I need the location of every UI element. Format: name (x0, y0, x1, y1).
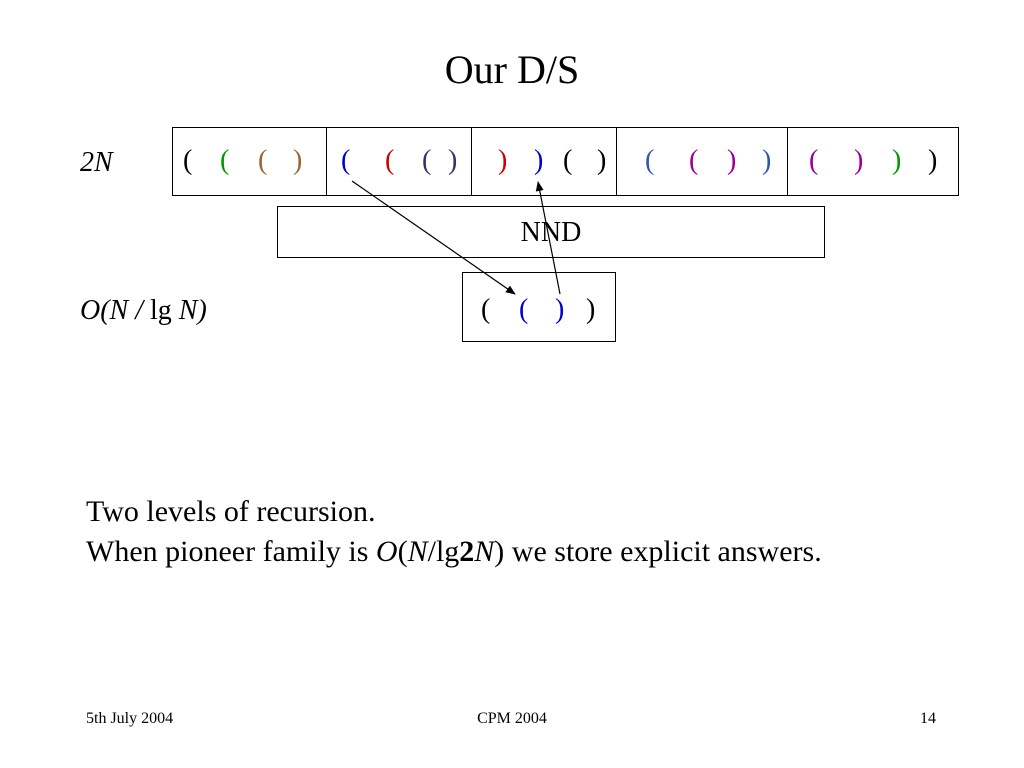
body-line-1: Two levels of recursion. (86, 495, 376, 528)
footer-conference: CPM 2004 (477, 710, 547, 727)
paren: ) (448, 145, 458, 176)
nnd-label: NND (520, 217, 582, 248)
paren: ) (762, 145, 772, 176)
paren: ) (597, 145, 607, 176)
paren: ( (385, 145, 395, 176)
body-line-2-o: O (375, 535, 398, 568)
paren: ) (928, 145, 938, 176)
paren: ( (809, 145, 819, 176)
paren: ) (293, 145, 303, 176)
paren: ) (498, 145, 508, 176)
body-line-2-suffix: ) we store explicit answers. (494, 535, 822, 568)
block-5: ( ) ) ) (788, 128, 958, 195)
label-2n: 2N (80, 147, 113, 178)
nnd-box: NND (277, 206, 825, 258)
paren: ( (183, 145, 193, 176)
paren: ) (727, 145, 737, 176)
body-text: Two levels of recursion. When pioneer fa… (86, 492, 822, 572)
label-o-n-lg-n: O(N / lg N) (80, 293, 207, 329)
paren: ) (892, 145, 902, 176)
footer-date: 5th July 2004 (86, 710, 174, 727)
paren: ( (422, 145, 432, 176)
body-line-2: When pioneer family is O(N/lg2N) we stor… (86, 532, 822, 572)
label-lg: lg (150, 295, 179, 326)
block-3: ) ) ( ) (472, 128, 617, 195)
paren: ( (341, 145, 351, 176)
paren: ) (534, 145, 544, 176)
body-line-2-prefix: When pioneer family is (86, 535, 376, 568)
block-1: ( ( ( ) (173, 128, 327, 195)
body-line-2-n2: N (474, 535, 495, 568)
body-line-2-two: 2 (459, 535, 475, 568)
paren: ( (645, 145, 655, 176)
paren: ( (519, 294, 529, 325)
block-2: ( ( ( ) (327, 128, 472, 195)
top-parentheses-row: ( ( ( ) ( ( ( ) ) ) ( ) ( ( ) ) ( ) ) ) (172, 127, 959, 196)
footer-page-number: 14 (920, 710, 936, 727)
label-o-n: O(N / (80, 295, 150, 326)
paren: ( (563, 145, 573, 176)
block-4: ( ( ) ) (617, 128, 788, 195)
body-line-2-n: N (407, 535, 428, 568)
paren: ) (586, 294, 596, 325)
recursion-box: ( ( ) ) (462, 272, 616, 342)
paren: ( (689, 145, 699, 176)
paren: ( (258, 145, 268, 176)
paren: ( (481, 294, 491, 325)
slide-title: Our D/S (444, 47, 580, 92)
body-line-2-lg: /lg (427, 535, 460, 568)
paren: ( (220, 145, 230, 176)
label-n-close: N) (178, 295, 207, 326)
body-line-2-paren: ( (397, 535, 408, 568)
paren: ) (854, 145, 864, 176)
paren: ) (555, 294, 565, 325)
